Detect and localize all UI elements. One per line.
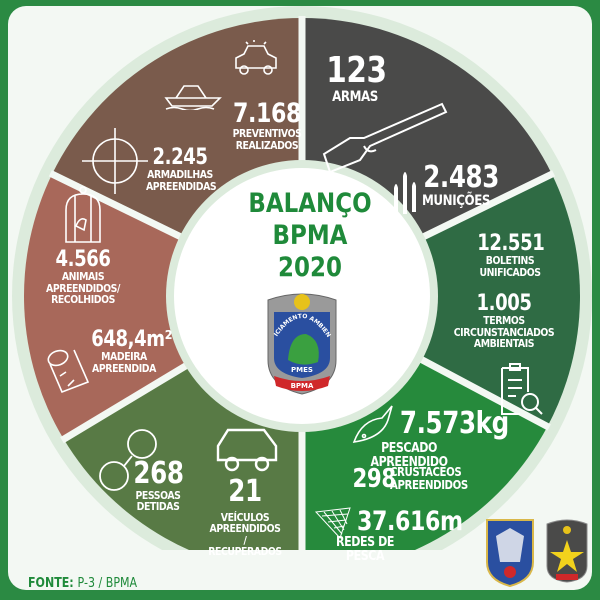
boletins-stat: 12.551 BOLETINS UNIFICADOS	[470, 232, 550, 278]
crustaceos-label-2: APREENDIDOS	[390, 477, 468, 492]
armadilhas-label-2: APREENDIDAS	[146, 179, 217, 193]
animais-label-1: ANIMAIS	[61, 270, 105, 284]
armas-label: ARMAS	[332, 88, 378, 105]
redes-value: 37.616m	[357, 506, 463, 537]
crustaceos-label-1: CRUSTÁCEOS	[390, 465, 462, 479]
preventivos-value: 7.168	[233, 98, 301, 129]
municoes-value: 2.483	[423, 160, 499, 195]
rifle-icon	[322, 102, 448, 174]
armadilhas-stat: 2.245 ARMADILHAS APREENDIDAS	[140, 146, 220, 192]
title-line-2: BPMA	[272, 219, 348, 251]
termos-value: 1.005	[476, 291, 532, 316]
animais-stat: 4.566 ANIMAIS APREENDIDOS/ RECOLHIDOS	[38, 248, 128, 306]
crosshair-icon	[82, 128, 148, 194]
badge-text-bpma: BPMA	[291, 382, 314, 390]
armadilhas-value: 2.245	[152, 145, 208, 170]
pescado-label: PESCADO APREENDIDO	[370, 441, 448, 470]
animais-label-3: RECOLHIDOS	[51, 293, 115, 307]
sector-animais	[24, 174, 302, 440]
source-label: FONTE:	[28, 576, 74, 590]
pessoas-label-1: PESSOAS	[135, 488, 181, 502]
sector-ring	[12, 6, 592, 576]
madeira-label-1: MADEIRA	[101, 350, 147, 364]
infographic: BALANÇO BPMA 2020 POLICIAMENTO AMBIENTAL…	[8, 6, 592, 590]
wood-log-icon	[47, 349, 90, 394]
bpma-badge-logo: POLICIAMENTO AMBIENTAL PMES BPMA	[262, 288, 337, 395]
veiculos-label-3: RECUPERADOS	[208, 545, 282, 559]
clipboard-search-icon	[501, 363, 543, 415]
madeira-label-2: APREENDIDA	[92, 361, 156, 375]
crustaceos-value: 298	[352, 464, 397, 494]
ammunition-icon	[394, 172, 416, 216]
preventivos-label-1: PREVENTIVOS	[232, 127, 302, 141]
redes-label: REDES DE PESCA	[336, 535, 394, 564]
pessoas-stat: 268 PESSOAS DETIDAS	[128, 458, 188, 513]
title: BALANÇO BPMA 2020	[225, 188, 395, 284]
cpo-e-logo	[546, 519, 588, 583]
preventivos-label-2: REALIZADOS	[235, 138, 299, 152]
pessoas-label-2: DETIDAS	[136, 500, 180, 514]
source-note: FONTE: P-3 / BPMA	[28, 576, 137, 590]
animais-label-2: APREENDIDOS/	[46, 281, 120, 295]
car-icon	[216, 428, 278, 472]
animais-value: 4.566	[55, 247, 111, 272]
termos-label-3: AMBIENTAIS	[473, 337, 535, 351]
madeira-stat: 648,4m² MADEIRA APREENDIDA	[84, 327, 173, 375]
preventivos-stat: 7.168 PREVENTIVOS REALIZADOS	[222, 98, 312, 152]
boletins-label-2: UNIFICADOS	[479, 265, 541, 279]
title-line-1: BALANÇO	[248, 188, 372, 219]
birdcage-icon	[65, 186, 101, 243]
termos-label-1: TERMOS	[483, 314, 525, 328]
police-car-icon	[235, 40, 277, 75]
redes-label-wrap: REDES DE PESCA	[310, 536, 420, 563]
termos-stat: 1.005 TERMOS CIRCUNSTANCIADOS AMBIENTAIS	[444, 292, 564, 350]
crustaceos-value-wrap: 298	[348, 464, 398, 494]
pescado-value: 7.573kg	[399, 406, 509, 441]
handcuffs-icon	[99, 429, 157, 491]
veiculos-stat: 21 VEÍCULOS APREENDIDOS / RECUPERADOS	[200, 476, 290, 558]
pessoas-value: 268	[133, 456, 184, 491]
veiculos-label-2: APREENDIDOS /	[209, 522, 281, 547]
policia-militar-logo	[486, 519, 534, 588]
municoes-stat: 2.483 MUNIÇÕES	[416, 160, 499, 209]
boletins-value: 12.551	[477, 231, 545, 256]
boat-icon	[164, 85, 222, 110]
title-line-3: 2020	[278, 251, 342, 283]
municoes-label: MUNIÇÕES	[422, 192, 491, 209]
source-value: P-3 / BPMA	[77, 576, 138, 590]
fishing-net-icon	[314, 507, 351, 539]
armas-value: 123	[326, 50, 387, 91]
redes-value-wrap: 37.616m	[348, 506, 463, 537]
veiculos-value: 21	[228, 474, 262, 509]
boletins-label-1: BOLETINS	[485, 254, 535, 268]
madeira-value: 648,4m²	[91, 327, 173, 352]
fish-icon	[352, 405, 393, 443]
pescado-label-wrap: PESCADO APREENDIDO	[334, 442, 484, 469]
termos-label-2: CIRCUNSTANCIADOS	[453, 325, 555, 339]
armadilhas-label-1: ARMADILHAS	[147, 168, 213, 182]
pescado-value-wrap: 7.573kg	[390, 406, 509, 441]
crustaceos-labels: CRUSTÁCEOS APREENDIDOS	[390, 466, 480, 491]
badge-text-pmes: PMES	[291, 366, 313, 374]
veiculos-label-1: VEÍCULOS	[220, 510, 270, 524]
armas-stat: 123 ARMAS	[320, 52, 390, 104]
